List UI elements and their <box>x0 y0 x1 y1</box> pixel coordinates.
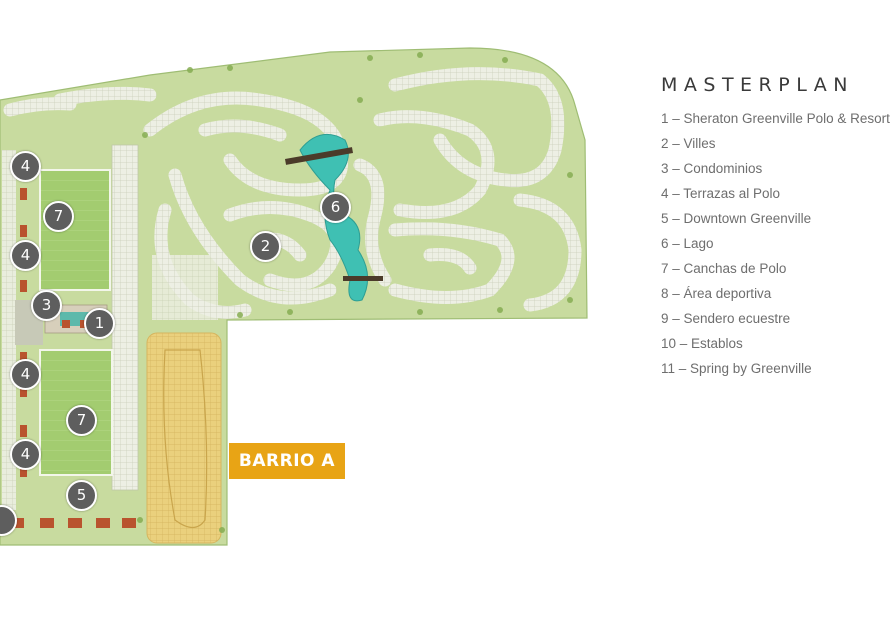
marker-terrazas-1[interactable]: 4 <box>10 151 41 182</box>
legend-item: 2 – Villes <box>661 136 716 151</box>
masterplan-map <box>0 47 588 546</box>
legend-item: 11 – Spring by Greenville <box>661 361 812 376</box>
residential-lots <box>3 67 582 319</box>
legend-item: 3 – Condominios <box>661 161 763 176</box>
marker-downtown[interactable]: 5 <box>66 480 97 511</box>
marker-lago[interactable]: 6 <box>320 192 351 223</box>
legend-item: 10 – Establos <box>661 336 743 351</box>
legend-item: 5 – Downtown Greenville <box>661 211 812 226</box>
legend-title: MASTERPLAN <box>661 74 854 96</box>
legend-item: 8 – Área deportiva <box>661 286 772 301</box>
marker-sheraton[interactable]: 1 <box>84 308 115 339</box>
legend-item: 1 – Sheraton Greenville Polo & Resort <box>661 111 890 126</box>
legend-list: 1 – Sheraton Greenville Polo & Resort 2 … <box>661 106 890 381</box>
legend-item: 4 – Terrazas al Polo <box>661 186 781 201</box>
legend-item: 6 – Lago <box>661 236 714 251</box>
marker-condominios[interactable]: 3 <box>31 290 62 321</box>
polo-field-south <box>39 349 113 476</box>
barrio-a-area <box>146 332 222 544</box>
masterplan-legend: MASTERPLAN 1 – Sheraton Greenville Polo … <box>661 74 890 381</box>
barrio-a-label[interactable]: BARRIO A <box>229 443 345 479</box>
marker-terrazas-3[interactable]: 4 <box>10 359 41 390</box>
legend-item: 9 – Sendero ecuestre <box>661 311 791 326</box>
marker-terrazas-2[interactable]: 4 <box>10 240 41 271</box>
marker-canchas-south[interactable]: 7 <box>66 405 97 436</box>
marker-terrazas-4[interactable]: 4 <box>10 439 41 470</box>
legend-item: 7 – Canchas de Polo <box>661 261 787 276</box>
marker-villes[interactable]: 2 <box>250 231 281 262</box>
marker-canchas-north[interactable]: 7 <box>43 201 74 232</box>
